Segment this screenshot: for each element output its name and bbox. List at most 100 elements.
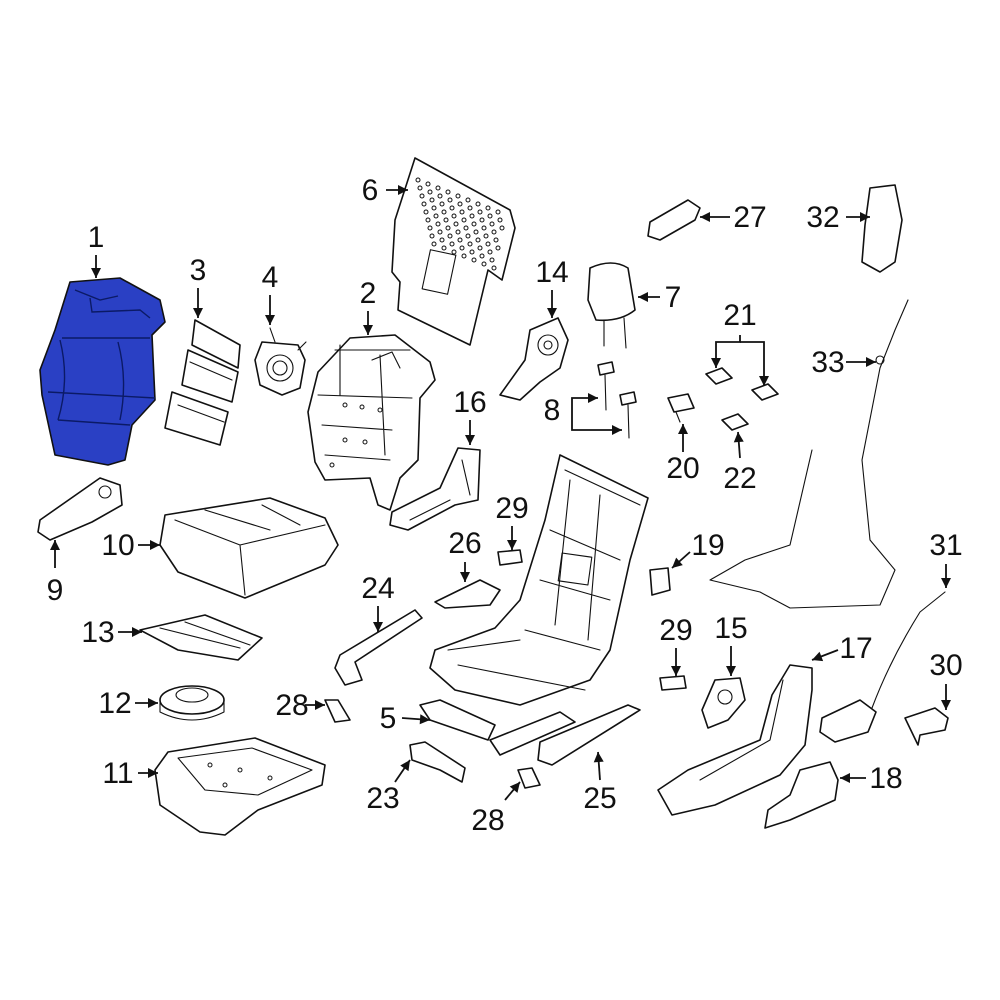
part-14-recliner-bracket[interactable] xyxy=(499,317,569,401)
part-3-heater-pads[interactable] xyxy=(164,319,241,446)
part-10-seat-cushion-cover[interactable] xyxy=(159,497,339,599)
callout-arrowhead xyxy=(672,557,683,568)
callout-20-19[interactable]: 20 xyxy=(666,424,700,485)
callout-label: 27 xyxy=(733,201,766,234)
part-30-bracket[interactable] xyxy=(904,707,949,746)
callout-33-34[interactable]: 33 xyxy=(811,346,876,379)
perforation-hole xyxy=(489,257,495,263)
callout-18-17[interactable]: 18 xyxy=(840,762,903,795)
callout-21-20[interactable]: 21 xyxy=(711,299,769,386)
part-20-clip[interactable] xyxy=(667,393,695,423)
callout-25-24[interactable]: 25 xyxy=(583,751,617,815)
part-22-clip[interactable] xyxy=(721,413,749,431)
callout-2-1[interactable]: 2 xyxy=(360,277,377,335)
callout-arrowhead xyxy=(941,700,951,710)
callout-label: 32 xyxy=(806,201,839,234)
callout-3-2[interactable]: 3 xyxy=(190,254,207,318)
callout-label: 20 xyxy=(666,452,699,485)
part-19-switch[interactable] xyxy=(649,567,671,596)
callout-arrowhead xyxy=(638,292,648,302)
callout-label: 19 xyxy=(691,529,724,562)
perforation-hole xyxy=(433,213,439,219)
part-6-perforations xyxy=(415,177,505,271)
callout-5-4[interactable]: 5 xyxy=(380,702,431,735)
callout-leader-line xyxy=(715,335,741,368)
callout-22-21[interactable]: 22 xyxy=(723,431,757,495)
perforation-hole xyxy=(445,225,451,231)
part-29-cap-b[interactable] xyxy=(659,675,687,691)
callout-29-29[interactable]: 29 xyxy=(495,492,529,550)
part-1-seat-back-cover[interactable] xyxy=(39,277,166,466)
part-2-seat-back-frame[interactable] xyxy=(307,334,436,511)
part-6-back-panel[interactable] xyxy=(391,157,516,346)
perforation-hole xyxy=(467,205,473,211)
callout-31-32[interactable]: 31 xyxy=(929,529,963,588)
callout-23-22[interactable]: 23 xyxy=(366,759,411,815)
callout-arrowhead xyxy=(132,627,142,637)
callout-13-12[interactable]: 13 xyxy=(81,616,142,649)
part-32-bracket[interactable] xyxy=(861,184,903,273)
perforation-hole xyxy=(453,221,459,227)
callout-26-25[interactable]: 26 xyxy=(448,527,482,582)
part-9-hinge-cover[interactable] xyxy=(37,477,123,541)
part-33-cable[interactable] xyxy=(709,299,909,609)
callout-label: 23 xyxy=(366,782,399,815)
part-5-seat-frame[interactable] xyxy=(419,454,649,756)
callout-11-10[interactable]: 11 xyxy=(102,757,158,790)
part-28-clip-a[interactable] xyxy=(324,699,351,723)
callout-label: 29 xyxy=(659,614,692,647)
callout-14-13[interactable]: 14 xyxy=(535,256,569,318)
callout-arrowhead xyxy=(315,700,325,710)
callout-4-3[interactable]: 4 xyxy=(262,261,279,325)
callout-12-11[interactable]: 12 xyxy=(98,687,158,720)
part-31-actuator[interactable] xyxy=(819,591,946,743)
perforation-hole xyxy=(457,201,463,207)
perforation-hole xyxy=(445,189,451,195)
callout-6-5[interactable]: 6 xyxy=(362,174,408,207)
callout-30-31[interactable]: 30 xyxy=(929,649,963,710)
callout-label: 15 xyxy=(714,612,747,645)
callout-27-26[interactable]: 27 xyxy=(700,201,767,234)
callout-28-27[interactable]: 28 xyxy=(275,689,325,722)
part-27-handle[interactable] xyxy=(647,199,701,241)
part-17-side-shield[interactable] xyxy=(657,664,813,816)
callout-28-28[interactable]: 28 xyxy=(471,781,521,837)
part-12-motor[interactable] xyxy=(159,685,225,721)
part-25-rail-cover[interactable] xyxy=(537,704,641,766)
callout-arrowhead xyxy=(840,773,850,783)
callout-1-0[interactable]: 1 xyxy=(88,221,105,278)
callout-leader-branch xyxy=(571,410,622,431)
part-8-headrest-guides[interactable] xyxy=(597,361,637,439)
perforation-hole xyxy=(447,197,453,203)
part-15-trim-cover[interactable] xyxy=(701,677,746,729)
callout-8-7[interactable]: 8 xyxy=(544,393,622,435)
part-7-headrest[interactable] xyxy=(587,262,636,349)
part-28-clip-b[interactable] xyxy=(517,767,541,789)
callout-arrowhead xyxy=(91,268,101,278)
part-4-lumbar-bracket[interactable] xyxy=(254,327,307,396)
part-23-bracket[interactable] xyxy=(409,741,466,783)
part-11-seat-cushion-pan[interactable] xyxy=(154,737,326,836)
perforation-hole xyxy=(435,221,441,227)
callout-label: 21 xyxy=(723,299,756,332)
part-24-rail-bracket[interactable] xyxy=(334,609,423,686)
part-21-clips[interactable] xyxy=(705,367,779,401)
perforation-hole xyxy=(477,245,483,251)
callout-7-6[interactable]: 7 xyxy=(638,281,681,314)
callout-label: 1 xyxy=(88,221,105,254)
callout-19-18[interactable]: 19 xyxy=(671,529,725,569)
callout-32-33[interactable]: 32 xyxy=(806,201,870,234)
callout-15-14[interactable]: 15 xyxy=(714,612,748,676)
callout-24-23[interactable]: 24 xyxy=(361,572,395,632)
callout-10-9[interactable]: 10 xyxy=(101,529,160,562)
part-18-trim-panel[interactable] xyxy=(764,761,839,829)
callout-17-16[interactable]: 17 xyxy=(811,632,873,665)
perforation-hole xyxy=(477,209,483,215)
part-26-bracket[interactable] xyxy=(434,579,501,609)
part-16-side-trim[interactable] xyxy=(389,447,481,531)
callout-9-8[interactable]: 9 xyxy=(47,540,64,607)
part-29-cap-a[interactable] xyxy=(497,549,523,566)
callout-29-30[interactable]: 29 xyxy=(659,614,693,676)
callout-16-15[interactable]: 16 xyxy=(453,386,487,445)
part-13-cushion-heater-mat[interactable] xyxy=(139,614,263,661)
